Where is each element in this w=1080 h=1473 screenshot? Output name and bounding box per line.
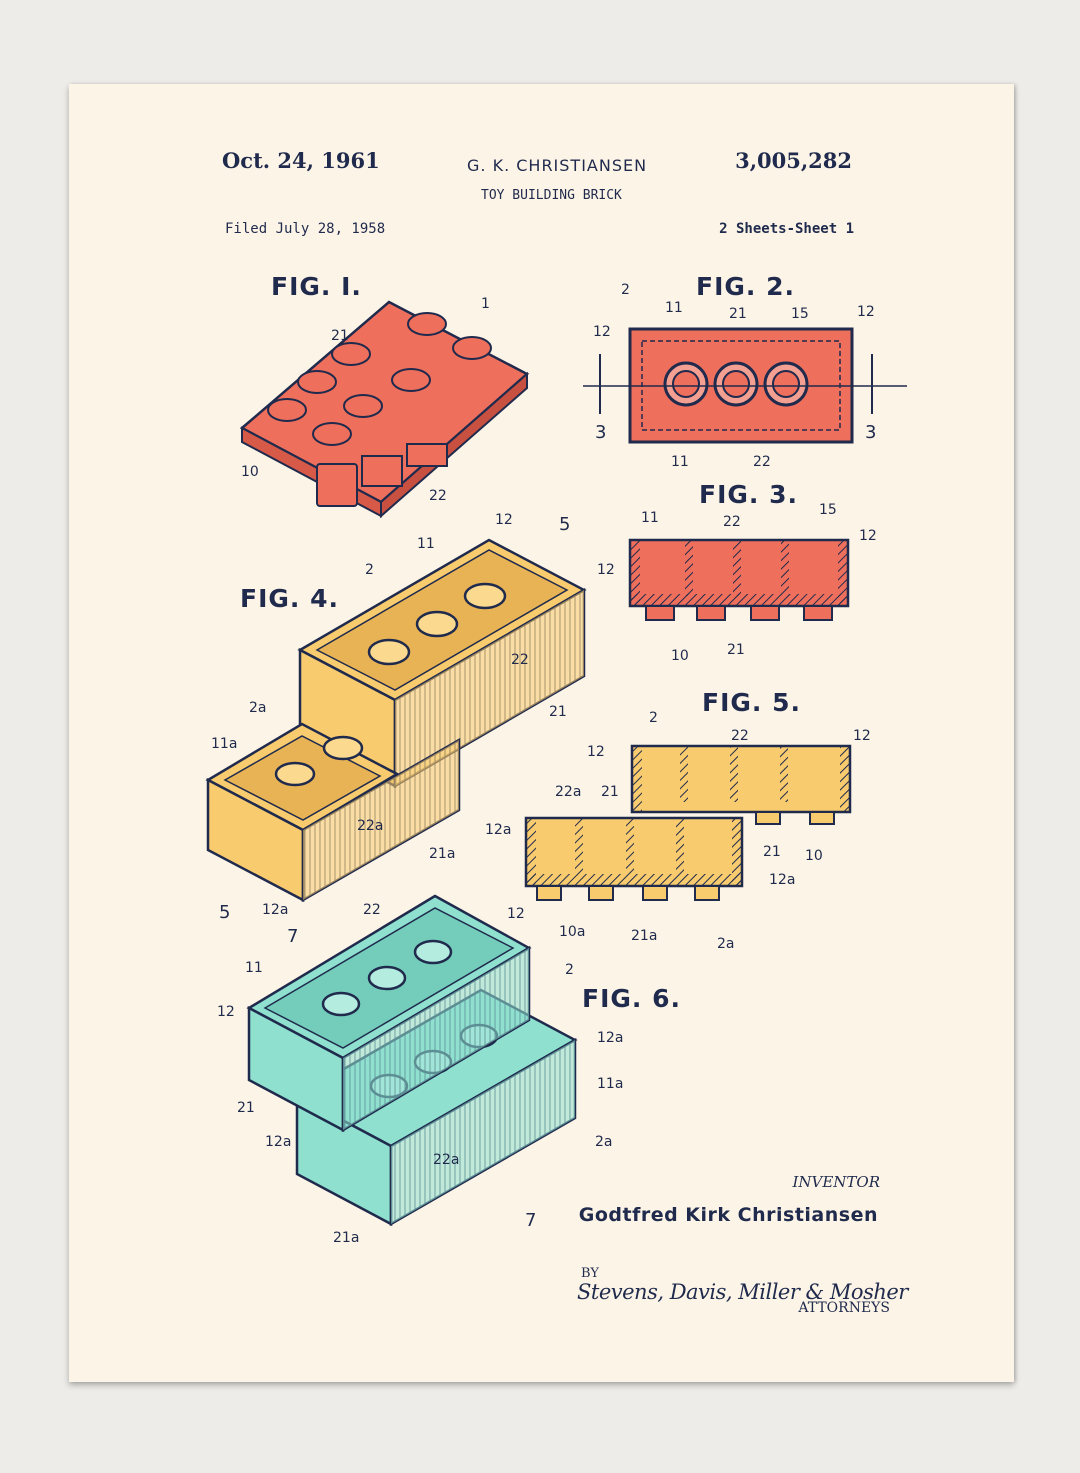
by-label: BY [581, 1266, 599, 1281]
callout-fig6-11a: 11a [597, 1076, 623, 1092]
inventor-name: Godtfred Kirk Christiansen [578, 1204, 878, 1226]
callout-fig2-11: 11 [665, 300, 683, 316]
callout-fig5-12a-left: 12a [485, 822, 511, 838]
callout-fig4-12: 12 [495, 512, 513, 528]
callout-fig1-22: 22 [429, 488, 447, 504]
callout-fig4-22a: 22a [357, 818, 383, 834]
callout-fig2-15: 15 [791, 306, 809, 322]
attorneys-label: ATTORNEYS [798, 1300, 890, 1316]
callout-fig6-7a: 7 [287, 926, 298, 947]
callout-fig4-5a: 5 [559, 514, 570, 535]
sheet-count: 2 Sheets-Sheet 1 [719, 221, 854, 237]
callout-fig6-21a: 21a [333, 1230, 359, 1246]
callout-fig3-11: 11 [641, 510, 659, 526]
callout-fig4-11a: 11a [211, 736, 237, 752]
callout-fig4-22: 22 [511, 652, 529, 668]
callout-fig5-12a: 12 [587, 744, 605, 760]
attorney-signature: Stevens, Davis, Miller & Mosher [577, 1280, 908, 1304]
fig6-brick-drawing [246, 894, 578, 1227]
callout-fig1-10: 10 [241, 464, 259, 480]
callout-fig4-2: 2 [365, 562, 374, 578]
callout-fig4-2a: 2a [249, 700, 267, 716]
patent-number: 3,005,282 [735, 148, 852, 173]
fig2-top-view-drawing [583, 327, 907, 444]
inventor-label: INVENTOR [792, 1173, 880, 1191]
callout-fig6-2a: 2a [595, 1134, 613, 1150]
callout-fig4-21a: 21a [429, 846, 455, 862]
callout-fig6-11: 11 [245, 960, 263, 976]
callout-fig6-12a-lower: 12a [265, 1134, 291, 1150]
callout-fig4-5b: 5 [219, 902, 230, 923]
callout-fig3-22: 22 [723, 514, 741, 530]
callout-fig2-12a: 12 [857, 304, 875, 320]
callout-fig5-2: 2 [649, 710, 658, 726]
callout-fig6-22a: 22a [433, 1152, 459, 1168]
callout-fig5-21b: 21 [763, 844, 781, 860]
callout-fig6-12a: 12a [597, 1030, 623, 1046]
callout-fig6-7b: 7 [525, 1210, 536, 1231]
patent-title: TOY BUILDING BRICK [481, 188, 622, 203]
callout-fig6-2: 2 [565, 962, 574, 978]
callout-fig5-12b: 12 [853, 728, 871, 744]
fig4-title: FIG. 4. [240, 584, 339, 613]
callout-fig5-12a-right: 12a [769, 872, 795, 888]
callout-fig4-21: 21 [549, 704, 567, 720]
callout-fig5-2a: 2a [717, 936, 735, 952]
callout-fig3-10: 10 [671, 648, 689, 664]
filed-date: Filed July 28, 1958 [225, 221, 386, 237]
inventor-short-name: G. K. CHRISTIANSEN [467, 156, 648, 175]
callout-fig5-21a: 21a [631, 928, 657, 944]
callout-fig2-3a: 3 [595, 422, 606, 443]
callout-fig4-11: 11 [417, 536, 435, 552]
fig1-brick-drawing [239, 300, 530, 519]
fig6-title: FIG. 6. [582, 984, 681, 1013]
fig2-title: FIG. 2. [696, 272, 795, 301]
callout-fig3-12a: 12 [859, 528, 877, 544]
callout-fig3-12b: 12 [597, 562, 615, 578]
fig3-section-drawing [628, 538, 850, 621]
fig1-title: FIG. I. [271, 272, 362, 301]
patent-date: Oct. 24, 1961 [222, 148, 380, 173]
callout-fig6-12a: 12 [507, 906, 525, 922]
callout-fig5-10a: 10a [559, 924, 585, 940]
fig5-section-drawing [524, 744, 852, 901]
callout-fig2-12b: 12 [593, 324, 611, 340]
callout-fig3-15: 15 [819, 502, 837, 518]
callout-fig1-1: 1 [481, 296, 490, 312]
callout-fig5-10: 10 [805, 848, 823, 864]
callout-fig2-3b: 3 [865, 422, 876, 443]
callout-fig3-21: 21 [727, 642, 745, 658]
callout-fig4-12a: 12a [262, 902, 288, 918]
callout-fig2-21: 21 [729, 306, 747, 322]
callout-fig5-22a: 22a [555, 784, 581, 800]
callout-fig6-12b: 12 [217, 1004, 235, 1020]
callout-fig6-21: 21 [237, 1100, 255, 1116]
callout-fig1-21: 21 [331, 328, 349, 344]
callout-fig5-22: 22 [731, 728, 749, 744]
patent-poster: Oct. 24, 1961 G. K. CHRISTIANSEN 3,005,2… [69, 84, 1014, 1382]
callout-fig2-2: 2 [621, 282, 630, 298]
patent-drawings: 1 21 10 22 2 11 21 15 12 12 3 3 11 22 11… [205, 282, 907, 1246]
callout-fig2-22: 22 [753, 454, 771, 470]
fig4-brick-drawing [205, 538, 587, 903]
fig3-title: FIG. 3. [699, 480, 798, 509]
callout-fig5-21: 21 [601, 784, 619, 800]
callout-fig6-22: 22 [363, 902, 381, 918]
fig5-title: FIG. 5. [702, 688, 801, 717]
callout-fig2-11b: 11 [671, 454, 689, 470]
